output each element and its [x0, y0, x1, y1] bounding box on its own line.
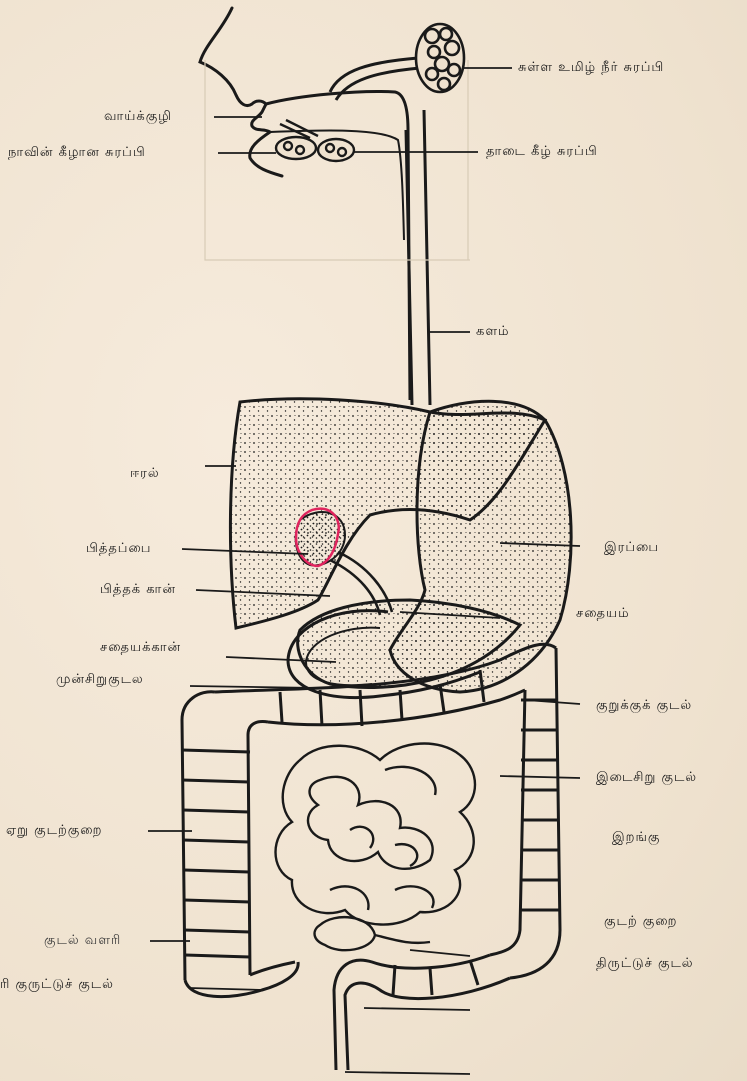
- label-pancreas: சதையம்: [576, 606, 630, 622]
- label-pancreatic-duct: சதையக்கான்: [100, 640, 181, 656]
- label-descending-colon-2: திருட்டுச் குடல்: [596, 956, 694, 972]
- label-transverse-colon: குறுக்குக் குடல்: [596, 698, 692, 714]
- parotid-gland: [416, 24, 464, 92]
- label-duodenum: முன்சிறுகுடல: [56, 672, 144, 688]
- label-esophagus: களம்: [476, 324, 510, 340]
- label-liver: ஈரல்: [130, 466, 160, 482]
- label-rectum: ரி குருட்டுச் குடல்: [0, 977, 114, 993]
- label-mouth-cavity: வாய்க்குழி: [104, 109, 172, 125]
- label-ileum: இறங்கு: [612, 830, 660, 846]
- label-gall-bladder: பித்தப்பை: [86, 541, 151, 557]
- label-parotid-gland: சுள்ள உமிழ் நீர் சுரப்பி: [518, 60, 664, 76]
- face-profile: [200, 8, 282, 176]
- label-small-intestine: இடைசிறு குடல்: [596, 770, 697, 786]
- label-bile-duct: பித்தக் கான்: [100, 582, 176, 598]
- label-ascending-colon: ஏறு குடற்குறை: [6, 823, 102, 839]
- label-submandibular-gland: தாடை கீழ் சுரப்பி: [486, 144, 598, 160]
- small-intestine: [276, 744, 476, 951]
- label-appendix: குடல் வளரி: [44, 933, 121, 949]
- label-descending-colon-1: குடற் குறை: [604, 914, 677, 930]
- label-sublingual-gland: நாவின் கீழான சுரப்பி: [8, 145, 146, 161]
- label-stomach: இரப்பை: [604, 540, 659, 556]
- submandibular-glands: [276, 120, 354, 161]
